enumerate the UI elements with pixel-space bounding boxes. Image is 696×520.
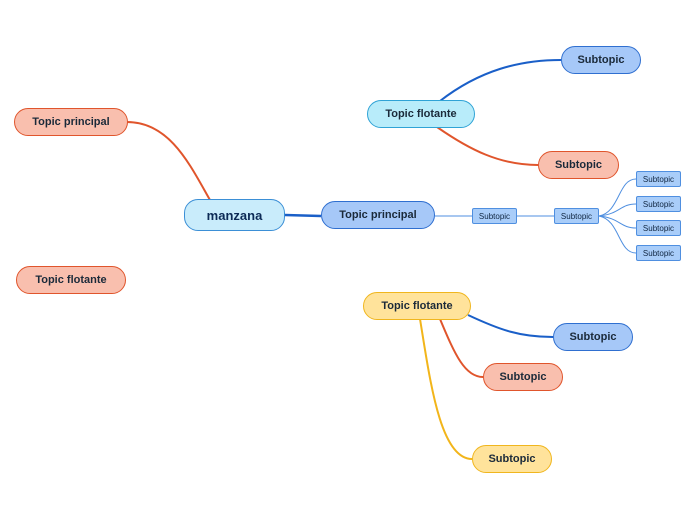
bottom-subtopic-yellow[interactable]: Subtopic <box>472 445 552 473</box>
bottom-subtopic-orange[interactable]: Subtopic <box>483 363 563 391</box>
connector-bottom-flotante-yellow <box>419 318 473 460</box>
bottom-subtopic-blue[interactable]: Subtopic <box>553 323 633 351</box>
connector-bottom-flotante-blue <box>467 314 554 338</box>
connector-bottom-flotante-orange <box>439 318 484 378</box>
leaf-subtopic-4[interactable]: Subtopic <box>636 245 681 261</box>
main-subtopic-child[interactable]: Subtopic <box>554 208 599 224</box>
connector-top-flotante-blue <box>439 59 562 102</box>
connector-central-topic-principal-left <box>126 121 211 201</box>
topic-flotante-left[interactable]: Topic flotante <box>16 266 126 294</box>
leaf-subtopic-3[interactable]: Subtopic <box>636 220 681 236</box>
central-topic[interactable]: manzana <box>184 199 285 231</box>
connector-top-flotante-orange <box>436 126 539 166</box>
connector-leaf-1 <box>598 178 637 217</box>
connector-leaf-3 <box>598 215 637 229</box>
leaf-subtopic-2[interactable]: Subtopic <box>636 196 681 212</box>
leaf-subtopic-1[interactable]: Subtopic <box>636 171 681 187</box>
connector-leaf-4 <box>598 215 637 254</box>
connector-central-topic-principal-main <box>284 213 322 218</box>
main-subtopic[interactable]: Subtopic <box>472 208 517 224</box>
connector-leaf-2 <box>598 203 637 217</box>
topic-flotante-bottom[interactable]: Topic flotante <box>363 292 471 320</box>
top-subtopic-orange[interactable]: Subtopic <box>538 151 619 179</box>
topic-principal-main[interactable]: Topic principal <box>321 201 435 229</box>
top-subtopic-blue[interactable]: Subtopic <box>561 46 641 74</box>
topic-principal-left[interactable]: Topic principal <box>14 108 128 136</box>
topic-flotante-top[interactable]: Topic flotante <box>367 100 475 128</box>
